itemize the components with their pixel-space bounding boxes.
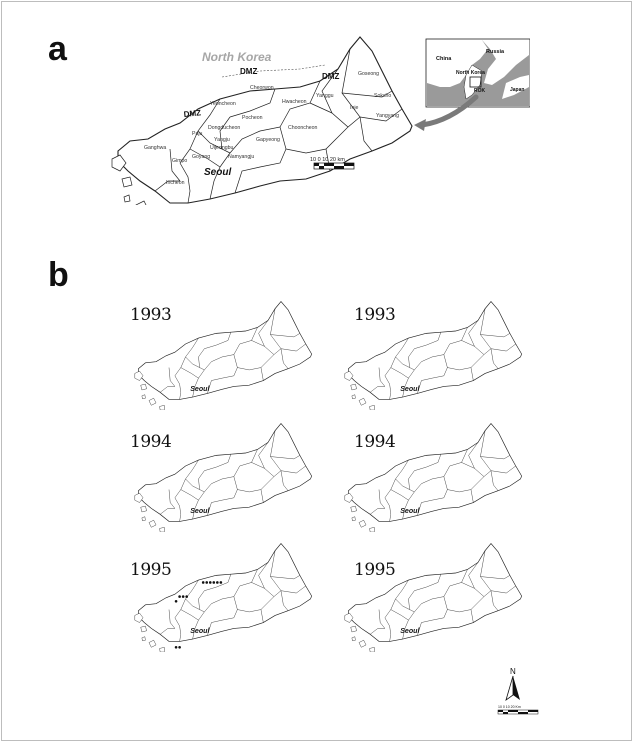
dmz-label-1: DMZ — [240, 67, 257, 76]
region-label: Paju — [192, 131, 202, 137]
region-label: Ganghwa — [144, 145, 166, 151]
dmz-label-3: DMZ — [183, 108, 201, 119]
year-label-1994-right: 1994 — [354, 432, 396, 452]
region-label: Gimpo — [172, 158, 187, 164]
region-label: Namyangju — [228, 154, 254, 160]
panel-a-label: a — [48, 30, 67, 68]
inset-label: North Korea — [456, 70, 485, 76]
region-label: Gapyeong — [256, 137, 280, 143]
region-label: Hwacheon — [282, 99, 307, 105]
dmz-label-2: DMZ — [322, 72, 339, 81]
small-scale-label: 10 0 10 20 Km — [498, 705, 521, 709]
map-1993-right: Seoul — [344, 301, 522, 410]
north-arrow: N 10 0 10 20 Km — [497, 667, 539, 715]
region-label: Cheorwon — [250, 85, 274, 91]
region-label: Goseong — [358, 71, 379, 77]
mini-seoul-label: Seoul — [400, 386, 420, 393]
map-1994-left: Seoul — [134, 423, 312, 532]
pointer-arrow — [419, 94, 479, 128]
north-korea-label: North Korea — [202, 50, 272, 64]
map-1995-left: Seoul — [134, 543, 312, 652]
region-label: Goyang — [192, 154, 210, 160]
region-label: Yangju — [214, 137, 230, 143]
region-label: Yangyang — [376, 113, 399, 119]
inset-label: Japan — [510, 87, 524, 93]
mini-seoul-label: Seoul — [400, 628, 420, 635]
district-labels: Goseong Sokcho Yangyang Inje Yanggu Hwac… — [144, 71, 399, 186]
mini-seoul-label: Seoul — [400, 508, 420, 515]
map-1994-right: Seoul — [344, 423, 522, 532]
inset-label: China — [436, 56, 452, 62]
region-label: Sokcho — [374, 93, 391, 99]
north-label: N — [510, 667, 516, 676]
case-dots — [174, 581, 223, 649]
year-label-1993-left: 1993 — [130, 305, 172, 325]
seoul-label: Seoul — [204, 167, 231, 178]
mini-seoul-label: Seoul — [190, 386, 210, 393]
region-label: Chooncheon — [288, 125, 318, 131]
region-label: Yeoncheon — [210, 101, 236, 107]
study-area-map: North Korea DMZ DMZ DMZ Seoul Goseong So… — [111, 36, 530, 205]
year-label-1993-right: 1993 — [354, 305, 396, 325]
region-label: Dongducheon — [208, 125, 240, 131]
scale-bar-label: 10 0 10 20 km — [310, 157, 345, 163]
inset-label: Russia — [486, 49, 505, 55]
scale-bar: 10 0 10 20 km — [310, 157, 355, 170]
panel-b-label: b — [48, 256, 69, 294]
mini-seoul-label: Seoul — [190, 508, 210, 515]
mini-seoul-label: Seoul — [190, 628, 210, 635]
map-1995-right: Seoul — [344, 543, 522, 652]
map-1993-left: Seoul — [134, 301, 312, 410]
inset-label: ROK — [474, 88, 486, 94]
region-label: Yanggu — [316, 93, 334, 99]
region-label: Inje — [350, 105, 358, 111]
region-label: Pocheon — [242, 115, 263, 121]
region-label: Uijeongbu — [210, 145, 233, 151]
region-label: Incheon — [166, 180, 185, 186]
year-label-1995-left: 1995 — [130, 560, 172, 580]
year-label-1995-right: 1995 — [354, 560, 396, 580]
year-label-1994-left: 1994 — [130, 432, 172, 452]
